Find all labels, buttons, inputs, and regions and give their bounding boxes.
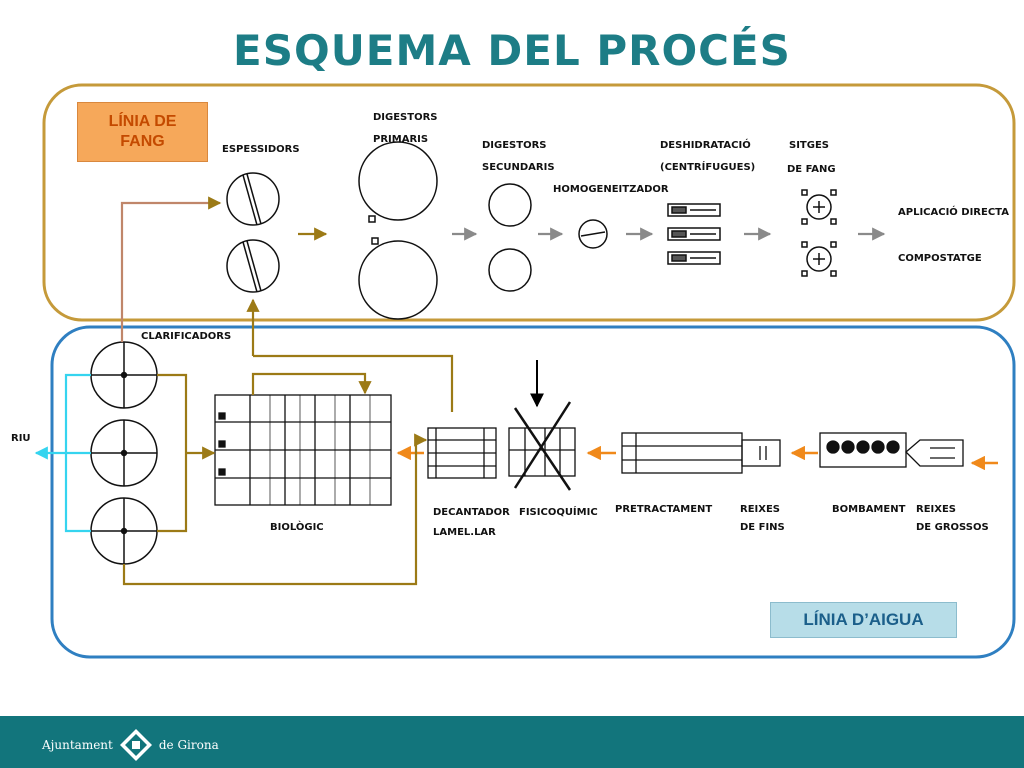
label-reixes-fins-2: DE FINS (740, 522, 785, 533)
label-pretractament: PRETRACTAMENT (615, 504, 712, 515)
label-bombament: BOMBAMENT (832, 504, 906, 515)
sludge-silos (801, 189, 837, 277)
centrifuges (667, 203, 721, 265)
recirculation-lines (122, 298, 454, 586)
pretreatment-unit (621, 432, 781, 474)
label-decantador-2: LAMEL.LAR (433, 527, 496, 538)
label-homogeneitzador: HOMOGENEITZADOR (553, 184, 669, 195)
label-aplicacio: APLICACIÓ DIRECTA (898, 205, 1009, 218)
logo-text-right: de Girona (158, 738, 219, 752)
coarse-screens (905, 439, 964, 467)
clarifiers (90, 341, 158, 565)
label-digestors-primaris-2: PRIMARIS (373, 134, 428, 145)
girona-emblem-icon (119, 729, 152, 761)
label-deshidratacio-2: (CENTRÍFUGUES) (660, 160, 755, 173)
physicochemical-unit (508, 401, 576, 491)
label-digestors-primaris-1: DIGESTORS (373, 112, 438, 123)
label-clarificadors: CLARIFICADORS (141, 331, 231, 342)
footer-bar (0, 716, 1024, 768)
water-line-border (50, 325, 1016, 659)
pumping-station (819, 432, 907, 468)
sludge-line-border (42, 83, 1016, 322)
homogenizer (578, 219, 608, 249)
label-riu: RIU (11, 433, 31, 444)
biological-reactor (214, 394, 392, 506)
process-diagram: ESPESSIDORS DIGESTORS PRIMARIS DIGESTORS… (11, 83, 1016, 659)
label-fisicoquimic: FISICOQUÍMIC (519, 505, 598, 518)
label-sitges-1: SITGES (789, 140, 829, 151)
label-espessidors: ESPESSIDORS (222, 144, 300, 155)
lamellar-settler (427, 427, 497, 479)
label-digestors-secundaris-2: SECUNDARIS (482, 162, 555, 173)
page-title: ESQUEMA DEL PROCÉS (233, 26, 791, 75)
primary-digesters (358, 141, 438, 320)
logo-text-left: Ajuntament (42, 738, 113, 752)
sludge-feed-line (120, 196, 222, 342)
thickeners (226, 172, 280, 293)
aigua-line-tag: LÍNIA D’AIGUA (770, 602, 957, 638)
label-decantador-1: DECANTADOR (433, 507, 510, 518)
label-digestors-secundaris-1: DIGESTORS (482, 140, 547, 151)
label-reixes-grossos-2: DE GROSSOS (916, 522, 989, 533)
label-deshidratacio-1: DESHIDRATACIÓ (660, 138, 751, 151)
city-council-logo: Ajuntament de Girona (42, 728, 219, 762)
label-biologic: BIOLÒGIC (270, 520, 324, 533)
label-reixes-fins-1: REIXES (740, 504, 780, 515)
water-flow-arrows (396, 445, 998, 471)
label-compostatge: COMPOSTATGE (898, 253, 982, 264)
cyan-outflow (34, 373, 91, 533)
label-sitges-2: DE FANG (787, 164, 836, 175)
label-reixes-grossos-1: REIXES (916, 504, 956, 515)
secondary-digesters (488, 183, 532, 292)
